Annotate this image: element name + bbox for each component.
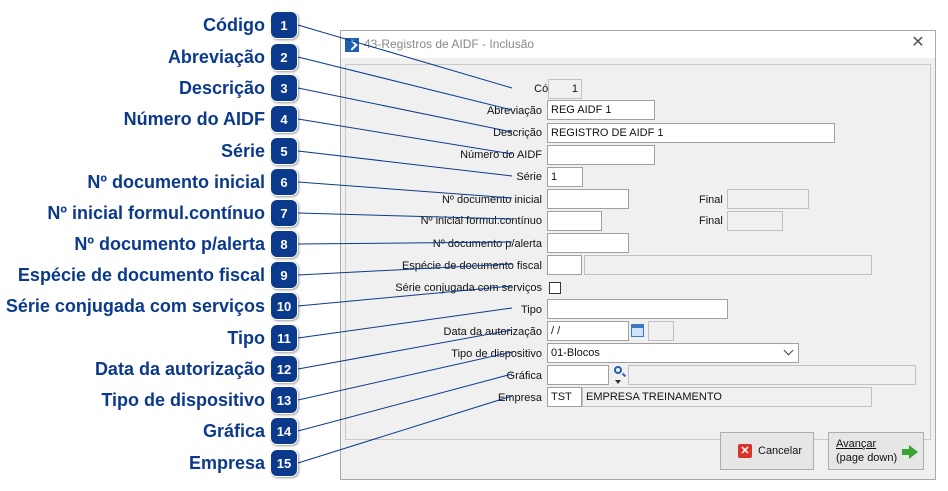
final-label: Final: [699, 194, 723, 206]
especie-desc-field: [584, 255, 872, 275]
annotation-badge: 13: [270, 386, 298, 414]
leader-line: [297, 373, 513, 432]
especie-code-input[interactable]: [547, 255, 582, 275]
annotation-label: Série conjugada com serviços: [5, 296, 265, 316]
descricao-input[interactable]: REGISTRO DE AIDF 1: [547, 123, 835, 143]
leader-line: [297, 395, 513, 464]
next-button-shortcut: (page down): [836, 452, 898, 464]
annotation-label: Série: [220, 141, 265, 161]
serie-conjugada-label: Série conjugada com serviços: [395, 282, 542, 294]
data-autorizacao-label: Data da autorização: [443, 326, 542, 338]
serie-conjugada-checkbox[interactable]: [549, 282, 561, 294]
data-autorizacao-input[interactable]: / /: [547, 321, 629, 341]
formul-final-field: [727, 211, 783, 231]
doc-alerta-input[interactable]: [547, 233, 629, 253]
annotation-badge: 8: [270, 230, 298, 258]
annotation-badge: 3: [270, 74, 298, 102]
final-label: Final: [699, 215, 723, 227]
annotation-badge: 7: [270, 199, 298, 227]
descricao-label: Descrição: [493, 127, 542, 139]
close-button[interactable]: ✕: [911, 34, 925, 51]
leader-line: [297, 351, 513, 401]
leader-line: [297, 24, 513, 89]
leader-line: [297, 241, 513, 245]
inicial-formul-input[interactable]: [547, 211, 602, 231]
annotation-label: Gráfica: [202, 421, 265, 441]
cancel-button[interactable]: ✕ Cancelar: [720, 432, 814, 470]
numero-aidf-input[interactable]: [547, 145, 655, 165]
arrow-right-icon: [902, 445, 918, 459]
codigo-field: 1: [548, 79, 582, 99]
data-extra-field: [648, 321, 674, 341]
cancel-icon: ✕: [738, 444, 752, 458]
annotation-label: Código: [203, 15, 265, 35]
annotation-label: Número do AIDF: [123, 109, 265, 129]
leader-line: [297, 285, 513, 307]
doc-inicial-label: Nº documento inicial: [441, 194, 542, 206]
leader-line: [297, 87, 513, 133]
dropdown-arrow-icon[interactable]: [615, 380, 621, 384]
abreviacao-input[interactable]: REG AIDF 1: [547, 100, 655, 120]
annotation-badge: 10: [270, 292, 298, 320]
annotation-label: Nº inicial formul.contínuo: [47, 203, 265, 223]
serie-input[interactable]: 1: [547, 167, 583, 187]
doc-inicial-input[interactable]: [547, 189, 629, 209]
annotation-badge: 5: [270, 137, 298, 165]
search-icon[interactable]: [614, 366, 622, 374]
grafica-input[interactable]: [547, 365, 609, 385]
tipo-label: Tipo: [521, 304, 542, 316]
cancel-button-label: Cancelar: [758, 445, 803, 457]
next-button-label: Avançar: [836, 438, 877, 450]
empresa-label: Empresa: [497, 392, 542, 404]
annotation-badge: 4: [270, 105, 298, 133]
annotation-badge: 2: [270, 43, 298, 71]
annotation-badge: 9: [270, 261, 298, 289]
numero-aidf-label: Número do AIDF: [460, 149, 542, 161]
tipo-dispositivo-select[interactable]: 01-Blocos: [547, 343, 799, 363]
serie-label: Série: [516, 171, 542, 183]
empresa-code-input[interactable]: TST: [547, 387, 582, 407]
leader-line: [297, 263, 513, 276]
annotation-badge: 6: [270, 168, 298, 196]
annotation-label: Empresa: [188, 453, 265, 473]
grafica-label: Gráfica: [506, 370, 542, 382]
annotation-badge: 15: [270, 449, 298, 477]
annotation-label: Espécie de documento fiscal: [17, 265, 265, 285]
annotation-badge: 14: [270, 417, 298, 445]
title-bar[interactable]: 43-Registros de AIDF - Inclusão ✕: [341, 31, 935, 58]
annotation-label: Nº documento p/alerta: [74, 234, 265, 254]
leader-line: [297, 307, 513, 339]
annotation-badge: 11: [270, 324, 298, 352]
annotation-label: Tipo: [227, 328, 265, 348]
abreviacao-label: Abreviação: [486, 105, 542, 117]
tipo-input[interactable]: [547, 299, 728, 319]
leader-line: [297, 118, 513, 155]
grafica-desc-field: [628, 365, 916, 385]
empresa-name-field: EMPRESA TREINAMENTO: [582, 387, 872, 407]
window-title: 43-Registros de AIDF - Inclusão: [364, 37, 535, 51]
annotation-badge: 1: [270, 11, 298, 39]
annotation-label: Data da autorização: [94, 359, 265, 379]
doc-final-field: [727, 189, 809, 209]
calendar-icon[interactable]: [631, 324, 644, 337]
inicial-formul-label: Nº inicial formul.contínuo: [420, 215, 542, 227]
leader-line: [297, 150, 513, 177]
next-button[interactable]: Avançar (page down): [828, 432, 924, 470]
annotation-label: Nº documento inicial: [87, 172, 265, 192]
tipo-dispositivo-label: Tipo de dispositivo: [451, 348, 542, 360]
annotation-label: Tipo de dispositivo: [101, 390, 265, 410]
leader-line: [297, 181, 513, 199]
doc-alerta-label: Nº documento p/alerta: [432, 238, 542, 250]
annotation-label: Abreviação: [167, 47, 265, 67]
leader-line: [297, 56, 513, 111]
annotation-label: Descrição: [178, 78, 265, 98]
dialog-window: 43-Registros de AIDF - Inclusão ✕ Código…: [340, 30, 936, 480]
leader-line: [297, 329, 513, 370]
leader-line: [297, 212, 513, 220]
annotation-badge: 12: [270, 355, 298, 383]
